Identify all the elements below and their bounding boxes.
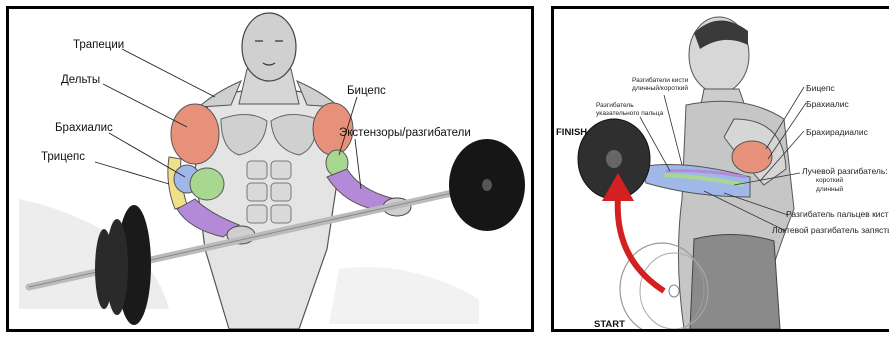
label-radial-short: короткий bbox=[816, 177, 843, 185]
left-illustration-panel: Трапеции Дельты Брахиалис Трицепс Бицепс… bbox=[6, 6, 534, 332]
right-illustration-panel: Разгибатели кисти длинный/короткий Разги… bbox=[551, 6, 889, 332]
label-brachioradialis: Брахирадиалис bbox=[806, 127, 868, 137]
label-finger-extensor: Разгибатель пальцев кисти bbox=[786, 209, 889, 219]
biceps-side bbox=[732, 141, 772, 173]
label-extensors: Экстензоры/разгибатели bbox=[339, 127, 471, 139]
deltoid-left bbox=[171, 104, 219, 164]
label-deltoids: Дельты bbox=[61, 74, 100, 86]
barbell-plate-left-3 bbox=[95, 229, 113, 309]
barbell-curl-front-illustration bbox=[9, 9, 531, 329]
label-biceps-side: Бицепс bbox=[806, 83, 835, 93]
label-brachialis: Брахиалис bbox=[55, 122, 113, 134]
label-finish: FINISH bbox=[556, 127, 587, 138]
label-ulnar-extensor: Локтевой разгибатель запястья bbox=[772, 225, 889, 235]
label-start: START bbox=[594, 319, 625, 330]
label-radial-long: длинный bbox=[816, 186, 843, 194]
label-radial-extensor: Лучевой разгибатель: bbox=[802, 166, 888, 176]
label-biceps: Бицепс bbox=[347, 85, 386, 97]
label-brachialis-side: Брахиалис bbox=[806, 99, 849, 109]
label-index-extensor: Разгибатель указательного пальца bbox=[596, 102, 663, 118]
label-wrist-extensors: Разгибатели кисти длинный/короткий bbox=[632, 77, 688, 93]
biceps-left bbox=[190, 168, 224, 200]
label-trapezius: Трапеции bbox=[73, 39, 124, 51]
label-triceps: Трицепс bbox=[41, 151, 85, 163]
